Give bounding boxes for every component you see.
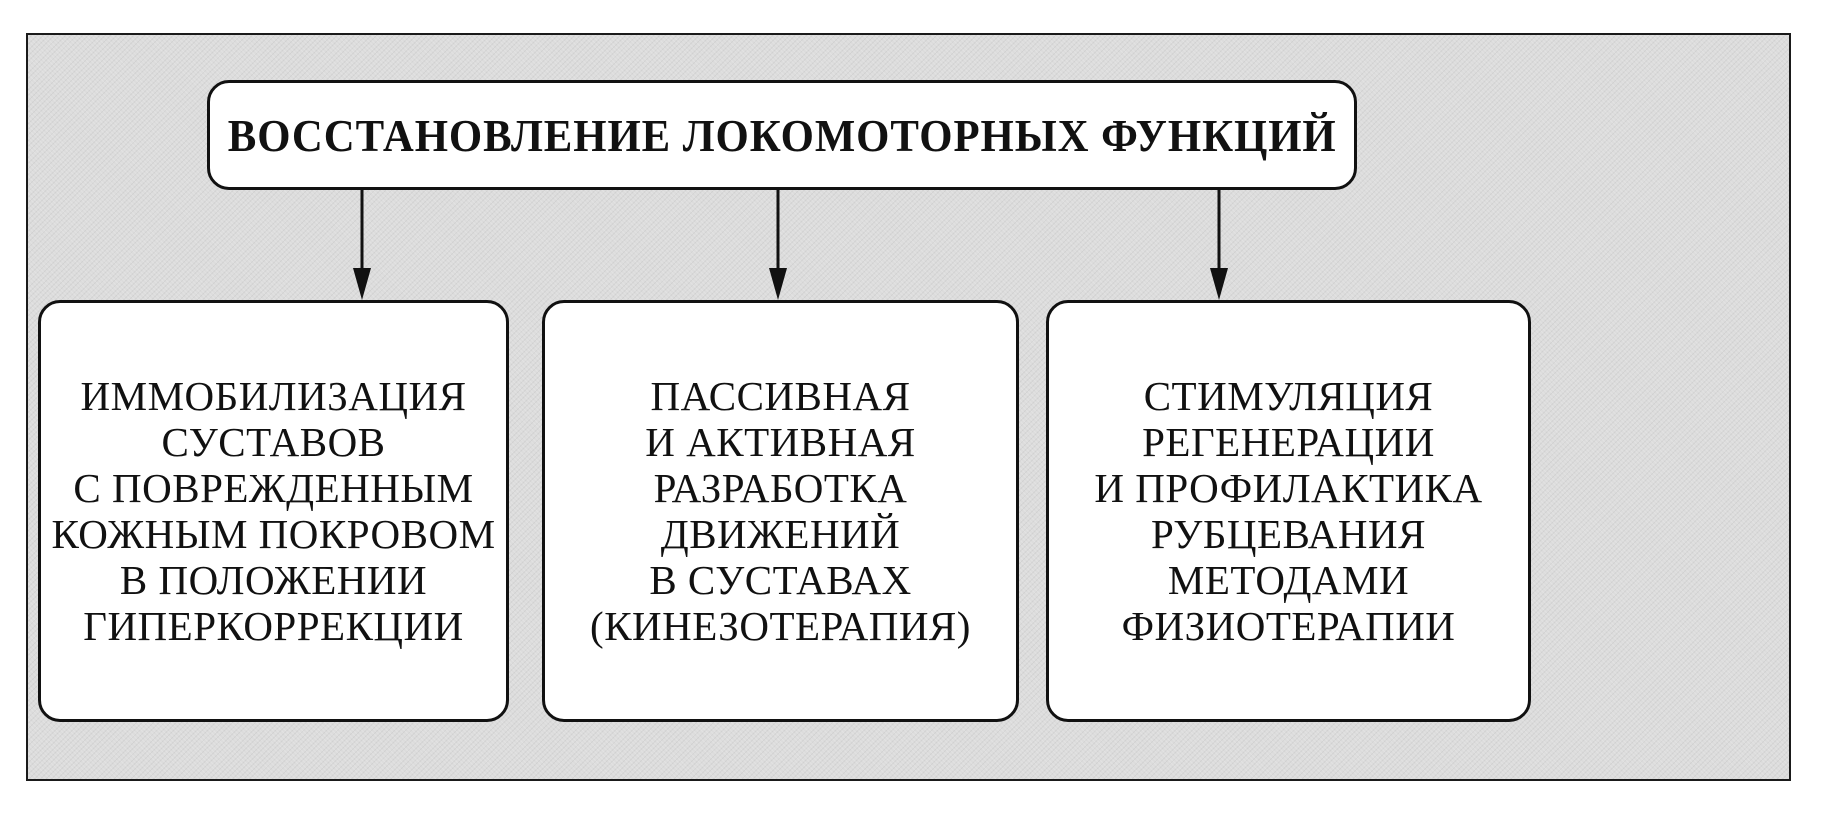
node-line: РАЗРАБОТКА xyxy=(653,465,908,511)
node-line: КОЖНЫМ ПОКРОВОМ xyxy=(51,511,496,557)
node-line: ДВИЖЕНИЙ xyxy=(660,511,901,557)
node-line: И АКТИВНАЯ xyxy=(645,419,916,465)
arrow-to-immobilization xyxy=(353,190,371,300)
arrow-to-physiotherapy xyxy=(1210,190,1228,300)
node-physiotherapy: СТИМУЛЯЦИЯ РЕГЕНЕРАЦИИ И ПРОФИЛАКТИКА РУ… xyxy=(1046,300,1531,722)
node-line: СТИМУЛЯЦИЯ xyxy=(1143,373,1434,419)
node-line: ИММОБИЛИЗАЦИЯ xyxy=(80,373,467,419)
node-line: В ПОЛОЖЕНИИ xyxy=(119,557,428,603)
node-line: ФИЗИОТЕРАПИИ xyxy=(1121,603,1456,649)
node-line: ГИПЕРКОРРЕКЦИИ xyxy=(83,603,464,649)
node-line: МЕТОДАМИ xyxy=(1167,557,1410,603)
node-line: И ПРОФИЛАКТИКА xyxy=(1094,465,1483,511)
node-line: СУСТАВОВ xyxy=(161,419,386,465)
node-line: РУБЦЕВАНИЯ xyxy=(1151,511,1426,557)
node-line: С ПОВРЕЖДЕННЫМ xyxy=(73,465,474,511)
node-kinesiotherapy: ПАССИВНАЯ И АКТИВНАЯ РАЗРАБОТКА ДВИЖЕНИЙ… xyxy=(542,300,1019,722)
root-node-title: ВОССТАНОВЛЕНИЕ ЛОКОМОТОРНЫХ ФУНКЦИЙ xyxy=(227,109,1337,161)
node-line: ПАССИВНАЯ xyxy=(650,373,911,419)
node-line: В СУСТАВАХ xyxy=(649,557,912,603)
node-immobilization: ИММОБИЛИЗАЦИЯ СУСТАВОВ С ПОВРЕЖДЕННЫМ КО… xyxy=(38,300,509,722)
arrow-to-kinesiotherapy xyxy=(769,190,787,300)
node-line: РЕГЕНЕРАЦИИ xyxy=(1142,419,1435,465)
node-line: (КИНЕЗОТЕРАПИЯ) xyxy=(590,603,971,649)
root-node: ВОССТАНОВЛЕНИЕ ЛОКОМОТОРНЫХ ФУНКЦИЙ xyxy=(207,80,1357,190)
